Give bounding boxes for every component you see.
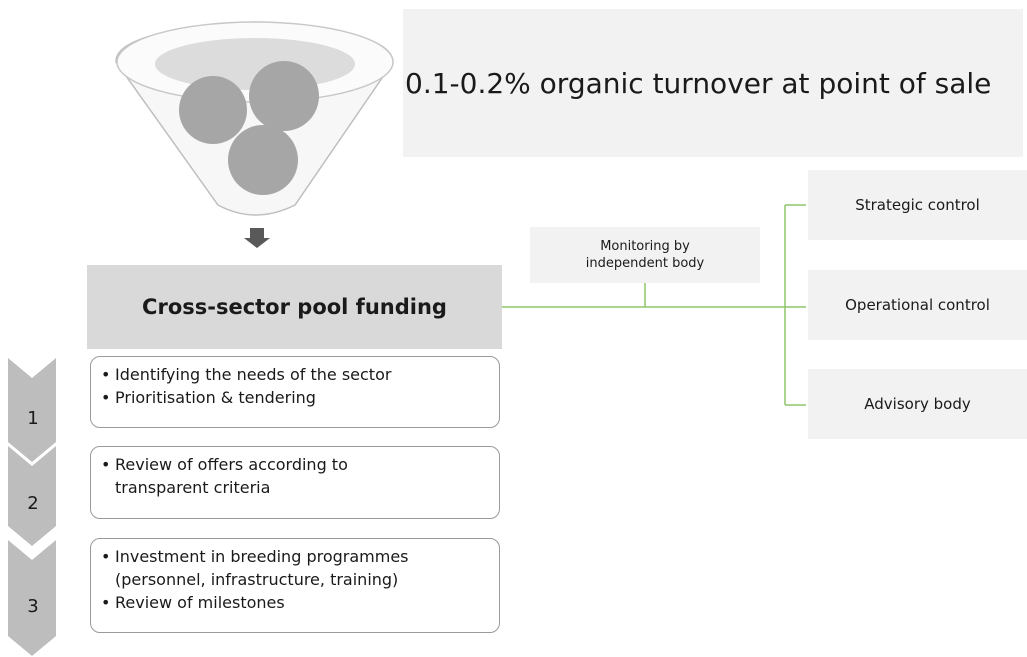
strategic-control-box: Strategic control [808, 170, 1027, 240]
operational-control-box: Operational control [808, 270, 1027, 340]
monitoring-box: Monitoring by independent body [530, 227, 760, 283]
coin-icon [179, 76, 247, 144]
advisory-body-box: Advisory body [808, 369, 1027, 439]
bullet-item: Review of milestones [101, 591, 491, 614]
step-1-bullets: Identifying the needs of the sector Prio… [101, 363, 491, 409]
chevron-icon [8, 358, 56, 462]
control-label: Advisory body [864, 395, 971, 413]
step-box-3: Investment in breeding programmes (perso… [90, 538, 500, 633]
control-label: Strategic control [855, 196, 980, 214]
bullet-item: Investment in breeding programmes (perso… [101, 545, 435, 591]
connector-lines [502, 204, 806, 406]
chevron-icon [8, 540, 56, 656]
bullet-item: Review of offers according to transparen… [101, 453, 415, 499]
step-chevrons [8, 358, 56, 656]
step-number-2: 2 [27, 493, 39, 514]
control-label: Operational control [845, 296, 990, 314]
step-box-2: Review of offers according to transparen… [90, 446, 500, 519]
coin-icon [228, 125, 298, 195]
monitoring-line-2: independent body [585, 256, 705, 271]
step-3-bullets: Investment in breeding programmes (perso… [101, 545, 491, 614]
funding-source-box: 0.1-0.2% organic turnover at point of sa… [403, 9, 1023, 157]
pool-funding-box: Cross-sector pool funding [87, 265, 502, 349]
pool-title: Cross-sector pool funding [142, 295, 447, 319]
monitoring-line-1: Monitoring by [600, 239, 690, 254]
bullet-item: Identifying the needs of the sector [101, 363, 491, 386]
step-number-1: 1 [27, 408, 39, 429]
funnel-icon [115, 21, 394, 216]
step-box-1: Identifying the needs of the sector Prio… [90, 356, 500, 428]
turnover-text: 0.1-0.2% organic turnover at point of sa… [405, 66, 992, 100]
bullet-item: Prioritisation & tendering [101, 386, 491, 409]
step-number-3: 3 [27, 596, 39, 617]
chevron-icon [8, 446, 56, 546]
coin-icon [249, 61, 319, 131]
down-arrow-icon [244, 228, 270, 248]
step-2-bullets: Review of offers according to transparen… [101, 453, 491, 499]
